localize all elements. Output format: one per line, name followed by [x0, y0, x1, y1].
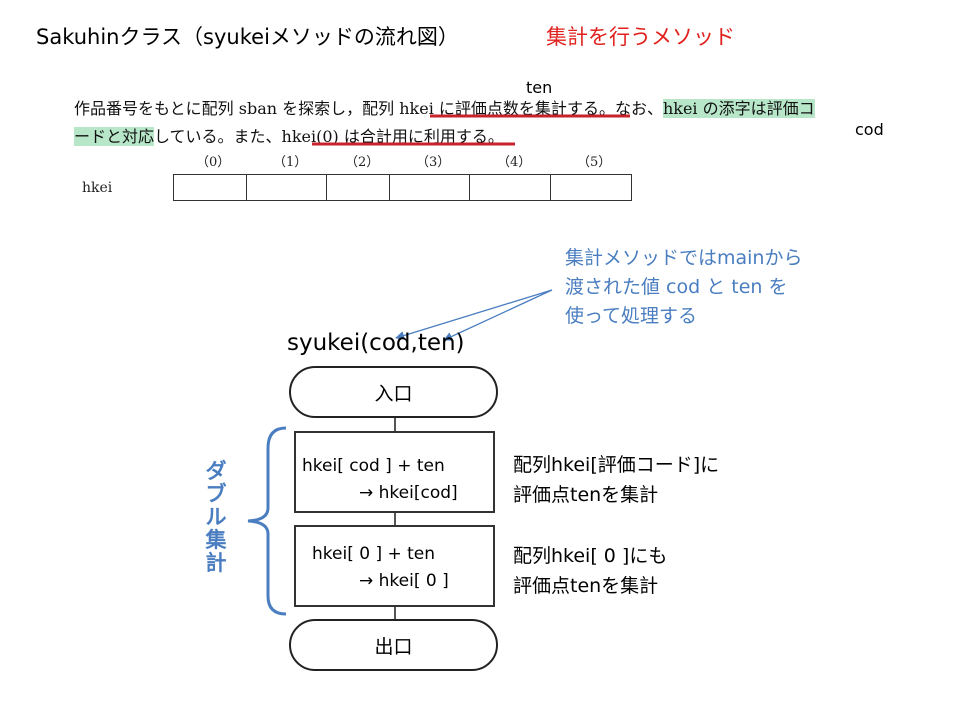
hkei-array — [173, 174, 632, 201]
process-2-line-1: hkei[ 0 ] + ten — [312, 544, 436, 564]
problem-text: する。 — [455, 127, 504, 146]
array-index: （0） — [196, 155, 231, 170]
flow-end-label: 出口 — [374, 635, 413, 658]
problem-highlighted-text: hkei の添字は評価コ — [662, 99, 815, 118]
note-line: 渡された値 cod と ten を — [565, 276, 788, 298]
process-2-description: 配列hkei[ 0 ]にも 評価点tenを集計 — [513, 541, 667, 601]
problem-text: している。また、 — [154, 127, 282, 146]
array-cell — [174, 175, 247, 200]
description-line: 配列hkei[評価コード]に — [513, 454, 720, 476]
annotation-ten: ten — [526, 78, 553, 97]
problem-text: する。なお、 — [566, 99, 663, 118]
page-title: Sakuhinクラス（syukeiメソッドの流れ図） — [36, 25, 459, 49]
flow-process-1: hkei[ cod ] + ten → hkei[cod] — [294, 431, 495, 513]
method-signature: syukei(cod,ten) — [287, 330, 465, 356]
array-index: （5） — [577, 155, 612, 170]
process-1-line-1: hkei[ cod ] + ten — [302, 456, 445, 476]
flow-start-label: 入口 — [374, 382, 413, 405]
flow-process-2: hkei[ 0 ] + ten → hkei[ 0 ] — [294, 525, 495, 607]
problem-highlighted-text: ードと対応 — [74, 127, 155, 146]
array-cell — [390, 175, 470, 200]
annotation-cod: cod — [855, 120, 884, 139]
problem-text: 作品番号をもとに配列 sban を探索し，配列 — [74, 99, 400, 118]
problem-line-1: 作品番号をもとに配列 sban を探索し，配列 hkei に評価点数を集計する。… — [74, 95, 815, 119]
problem-line-2: ードと対応している。また、hkei(0) は合計用に利用する。 — [74, 123, 504, 147]
process-1-line-2: → hkei[cod] — [359, 483, 458, 503]
flow-end-terminal: 出口 — [289, 619, 498, 671]
double-sum-label: ダブル集計 — [205, 459, 227, 575]
array-index: （1） — [273, 155, 308, 170]
problem-underlined-text: hkei(0) は合計用に利用 — [281, 127, 456, 146]
description-line: 配列hkei[ 0 ]にも — [513, 545, 668, 567]
double-sum-brace — [247, 426, 287, 616]
array-index: （3） — [416, 155, 451, 170]
array-cell — [327, 175, 390, 200]
array-index: （4） — [497, 155, 532, 170]
arrow-to-ten — [443, 289, 553, 341]
arrow-to-cod — [395, 289, 553, 340]
page-subtitle: 集計を行うメソッド — [546, 25, 735, 49]
array-index: （2） — [345, 155, 380, 170]
problem-underlined-text: hkei に評価点数を集計 — [399, 99, 567, 118]
method-note: 集計メソッドではmainから 渡された値 cod と ten を 使って処理する — [565, 244, 802, 331]
flow-start-terminal: 入口 — [289, 366, 498, 418]
description-line: 評価点tenを集計 — [513, 575, 659, 597]
description-line: 評価点tenを集計 — [513, 484, 659, 506]
array-cell — [470, 175, 551, 200]
process-1-description: 配列hkei[評価コード]に 評価点tenを集計 — [513, 450, 719, 510]
array-cell — [247, 175, 327, 200]
array-label: hkei — [82, 180, 113, 196]
process-2-line-2: → hkei[ 0 ] — [359, 571, 449, 591]
note-line: 使って処理する — [565, 305, 698, 327]
note-line: 集計メソッドではmainから — [565, 247, 803, 269]
